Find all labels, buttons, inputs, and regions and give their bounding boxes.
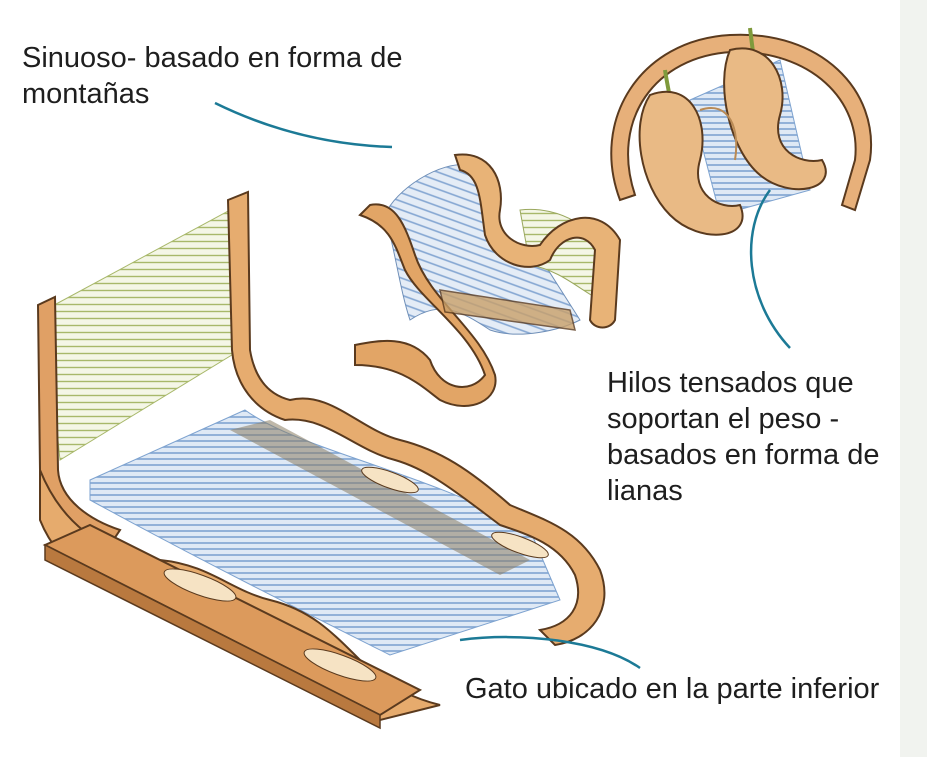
round-chair-drawing: [610, 27, 873, 236]
leader-line-bottom: [459, 635, 641, 670]
chair-illustration: [36, 27, 873, 730]
side-panel: [900, 0, 927, 757]
leader-line-top: [214, 101, 393, 149]
illustration-canvas: Sinuoso- basado en forma de montañas Hil…: [22, 27, 880, 730]
label-tensioned-threads: Hilos tensados que soportan el peso - ba…: [607, 367, 880, 507]
label-jack-position: Gato ubicado en la parte inferior: [465, 673, 880, 705]
small-chair-back-frame: [453, 153, 622, 329]
leader-line-right: [749, 189, 791, 349]
large-chair-back-threads: [44, 209, 241, 461]
small-chair-drawing: [354, 153, 622, 407]
small-chair-front-frame: [354, 203, 497, 407]
large-chair-drawing: [36, 190, 606, 730]
label-sinuous-shape: Sinuoso- basado en forma de montañas: [22, 42, 403, 110]
large-chair-wavy-rail: [226, 190, 606, 647]
